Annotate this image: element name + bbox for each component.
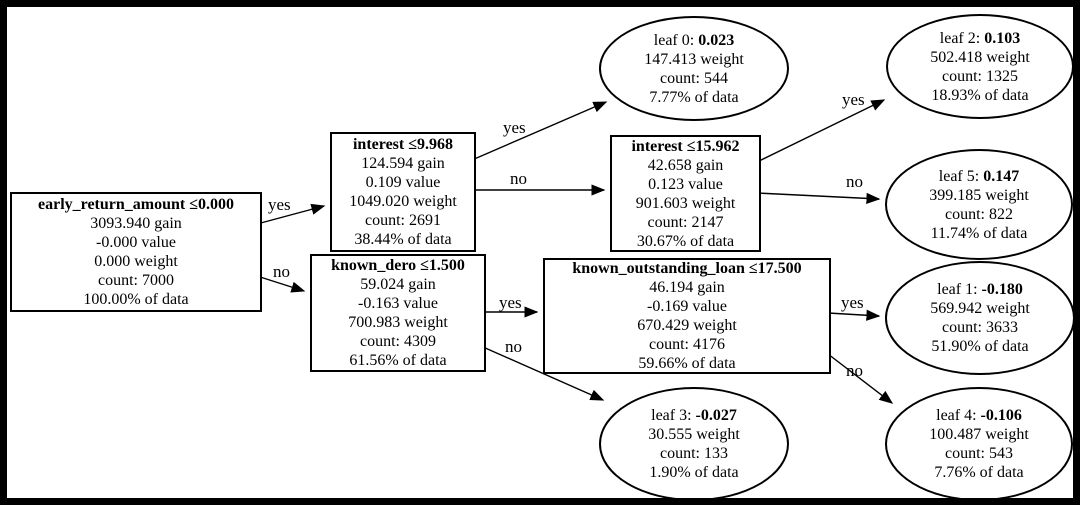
leaf-label: leaf 3: [651, 407, 696, 424]
tree-node-known-dero: known_dero ≤1.500 59.024 gain -0.163 val… [310, 254, 486, 372]
edge-label-no: no [505, 337, 522, 356]
leaf-count: count: 543 [945, 445, 1013, 462]
leaf-title: leaf 4: -0.106 [936, 406, 1022, 425]
edge-loan-leaf4-no [827, 353, 894, 404]
tree-node-interest-1: interest ≤9.968 124.594 gain 0.109 value… [330, 132, 476, 252]
leaf-title: leaf 3: -0.027 [651, 406, 737, 425]
node-weight: 0.000 weight [94, 253, 178, 270]
edge-root-interest-yes [256, 203, 326, 225]
leaf-count: count: 3633 [942, 319, 1018, 336]
node-split-condition: known_outstanding_loan ≤17.500 [572, 260, 802, 277]
node-data-percent: 38.44% of data [354, 231, 452, 248]
node-count: count: 4176 [649, 336, 725, 353]
edge-label-no: no [846, 172, 863, 191]
leaf-data-percent: 11.74% of data [930, 224, 1028, 242]
leaf-title: leaf 5: 0.147 [939, 167, 1019, 186]
node-weight: 901.603 weight [635, 194, 736, 212]
leaf-count: count: 822 [945, 205, 1013, 223]
leaf-data-percent: 51.90% of data [931, 338, 1029, 355]
node-split-condition: early_return_amount ≤0.000 [37, 196, 235, 213]
leaf-value: -0.180 [981, 281, 1023, 298]
leaf-weight: 399.185 weight [929, 186, 1029, 204]
leaf-data-percent: 7.77% of data [649, 88, 739, 106]
node-count: count: 7000 [98, 272, 174, 289]
leaf-count: count: 1325 [942, 67, 1018, 85]
edge-label-no: no [846, 361, 863, 380]
edge-root-knowndero-no [256, 275, 306, 293]
leaf-title: leaf 1: -0.180 [937, 280, 1023, 299]
leaf-weight: 569.942 weight [930, 300, 1030, 317]
leaf-count: count: 544 [660, 69, 728, 87]
node-count: count: 4309 [360, 333, 436, 350]
node-value: -0.163 value [358, 295, 438, 312]
edge-label-yes: yes [841, 293, 864, 312]
leaf-node-0: leaf 0: 0.023 147.413 weight count: 544 … [599, 16, 789, 121]
node-weight: 700.983 weight [348, 314, 448, 331]
leaf-label: leaf 5: [938, 167, 984, 185]
node-split-condition: interest ≤15.962 [631, 137, 740, 155]
node-gain: 46.194 gain [649, 279, 725, 296]
node-count: count: 2691 [365, 212, 441, 229]
tree-node-known-outstanding-loan: known_outstanding_loan ≤17.500 46.194 ga… [543, 258, 831, 374]
leaf-title: leaf 2: 0.103 [940, 29, 1020, 48]
edge-label-no: no [273, 262, 290, 281]
node-weight: 670.429 weight [637, 317, 737, 334]
node-gain: 124.594 gain [361, 155, 445, 172]
leaf-value: 0.023 [698, 31, 735, 49]
leaf-label: leaf 2: [939, 29, 985, 47]
tree-node-early-return-amount: early_return_amount ≤0.000 3093.940 gain… [10, 192, 262, 312]
leaf-weight: 100.487 weight [929, 426, 1029, 443]
node-gain: 3093.940 gain [90, 215, 182, 232]
leaf-data-percent: 1.90% of data [649, 464, 739, 481]
leaf-label: leaf 0: [653, 31, 699, 49]
leaf-data-percent: 18.93% of data [931, 86, 1029, 104]
node-value: 0.109 value [365, 174, 441, 191]
node-value: 0.123 value [648, 175, 723, 193]
leaf-data-percent: 7.76% of data [934, 464, 1024, 481]
leaf-node-1: leaf 1: -0.180 569.942 weight count: 363… [885, 261, 1075, 375]
node-gain: 59.024 gain [360, 276, 436, 293]
edge-label-yes: yes [503, 118, 526, 137]
leaf-title: leaf 0: 0.023 [654, 31, 734, 50]
node-data-percent: 59.66% of data [638, 355, 736, 372]
leaf-node-3: leaf 3: -0.027 30.555 weight count: 133 … [599, 387, 789, 501]
leaf-weight: 30.555 weight [648, 426, 740, 443]
edge-label-no: no [510, 169, 527, 188]
node-count: count: 2147 [647, 213, 724, 231]
leaf-weight: 502.418 weight [930, 48, 1030, 66]
leaf-count: count: 133 [660, 445, 728, 462]
node-data-percent: 100.00% of data [83, 291, 189, 308]
node-value: -0.169 value [647, 298, 727, 315]
edge-interest2-leaf2-yes [756, 99, 886, 163]
node-split-condition: known_dero ≤1.500 [331, 257, 465, 274]
edge-label-yes: yes [842, 90, 865, 109]
leaf-value: 0.103 [984, 29, 1021, 47]
node-data-percent: 30.67% of data [636, 232, 735, 250]
edge-label-yes: yes [268, 195, 291, 214]
tree-node-interest-2: interest ≤15.962 42.658 gain 0.123 value… [610, 135, 761, 252]
node-weight: 1049.020 weight [349, 193, 457, 210]
leaf-label: leaf 4: [936, 407, 981, 424]
node-split-condition: interest ≤9.968 [352, 136, 454, 153]
leaf-node-4: leaf 4: -0.106 100.487 weight count: 543… [885, 387, 1073, 501]
leaf-value: 0.147 [983, 167, 1020, 185]
leaf-label: leaf 1: [937, 281, 982, 298]
leaf-weight: 147.413 weight [644, 50, 744, 68]
edge-interest-leaf0-yes [471, 101, 608, 161]
node-data-percent: 61.56% of data [349, 352, 447, 369]
leaf-node-2: leaf 2: 0.103 502.418 weight count: 1325… [886, 14, 1074, 119]
edge-loan-leaf1-yes [827, 309, 881, 321]
leaf-value: -0.106 [980, 407, 1022, 424]
node-value: -0.000 value [96, 234, 176, 251]
node-gain: 42.658 gain [647, 156, 724, 174]
edge-label-yes: yes [499, 293, 522, 312]
leaf-node-5: leaf 5: 0.147 399.185 weight count: 822 … [885, 149, 1073, 260]
edge-interest2-leaf5-no [756, 192, 881, 204]
leaf-value: -0.027 [695, 407, 737, 424]
